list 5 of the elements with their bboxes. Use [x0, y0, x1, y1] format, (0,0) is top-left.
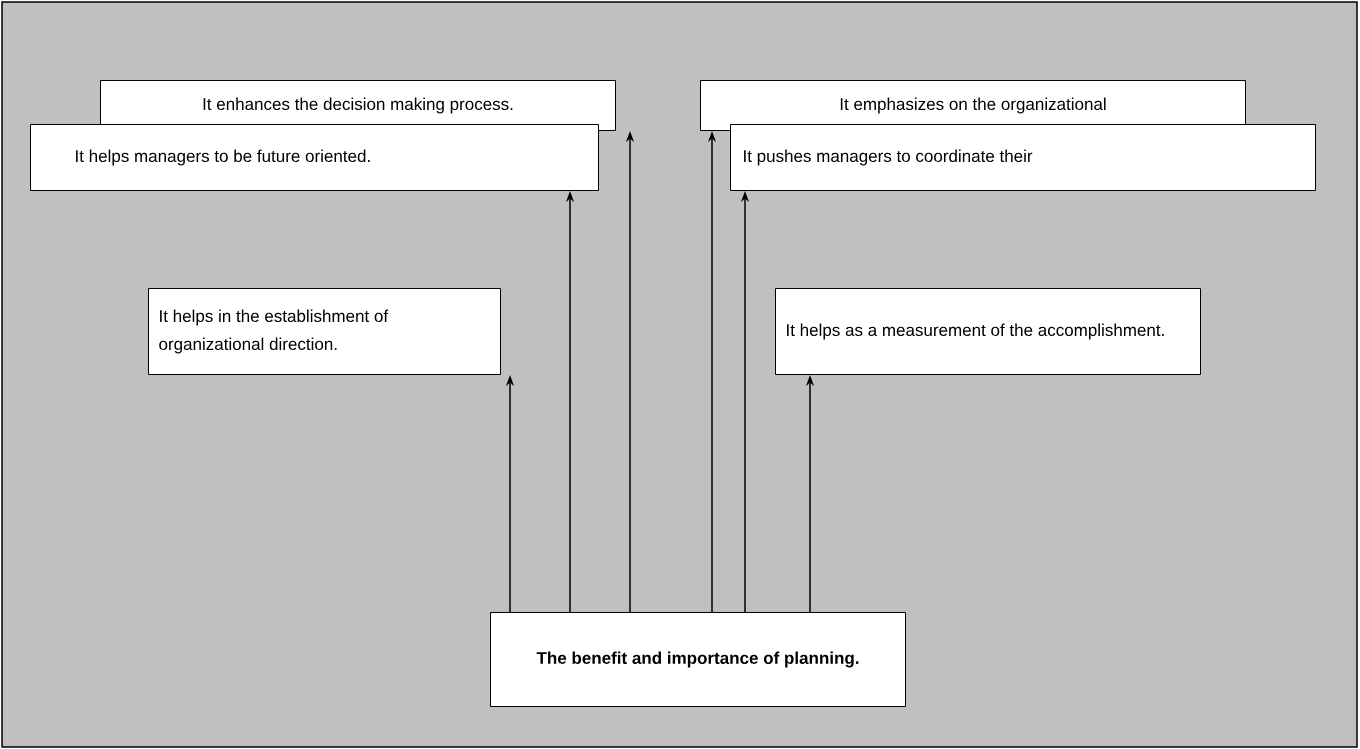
text-box: It helps managers to be future oriented.	[30, 124, 599, 191]
text-box: It pushes managers to coordinate their	[730, 124, 1316, 191]
title-box: The benefit and importance of planning.	[490, 612, 906, 707]
text-box: It helps in the establishment of organizational direction.	[148, 288, 501, 375]
text-box: It helps as a measurement of the accomplishment.	[775, 288, 1201, 375]
